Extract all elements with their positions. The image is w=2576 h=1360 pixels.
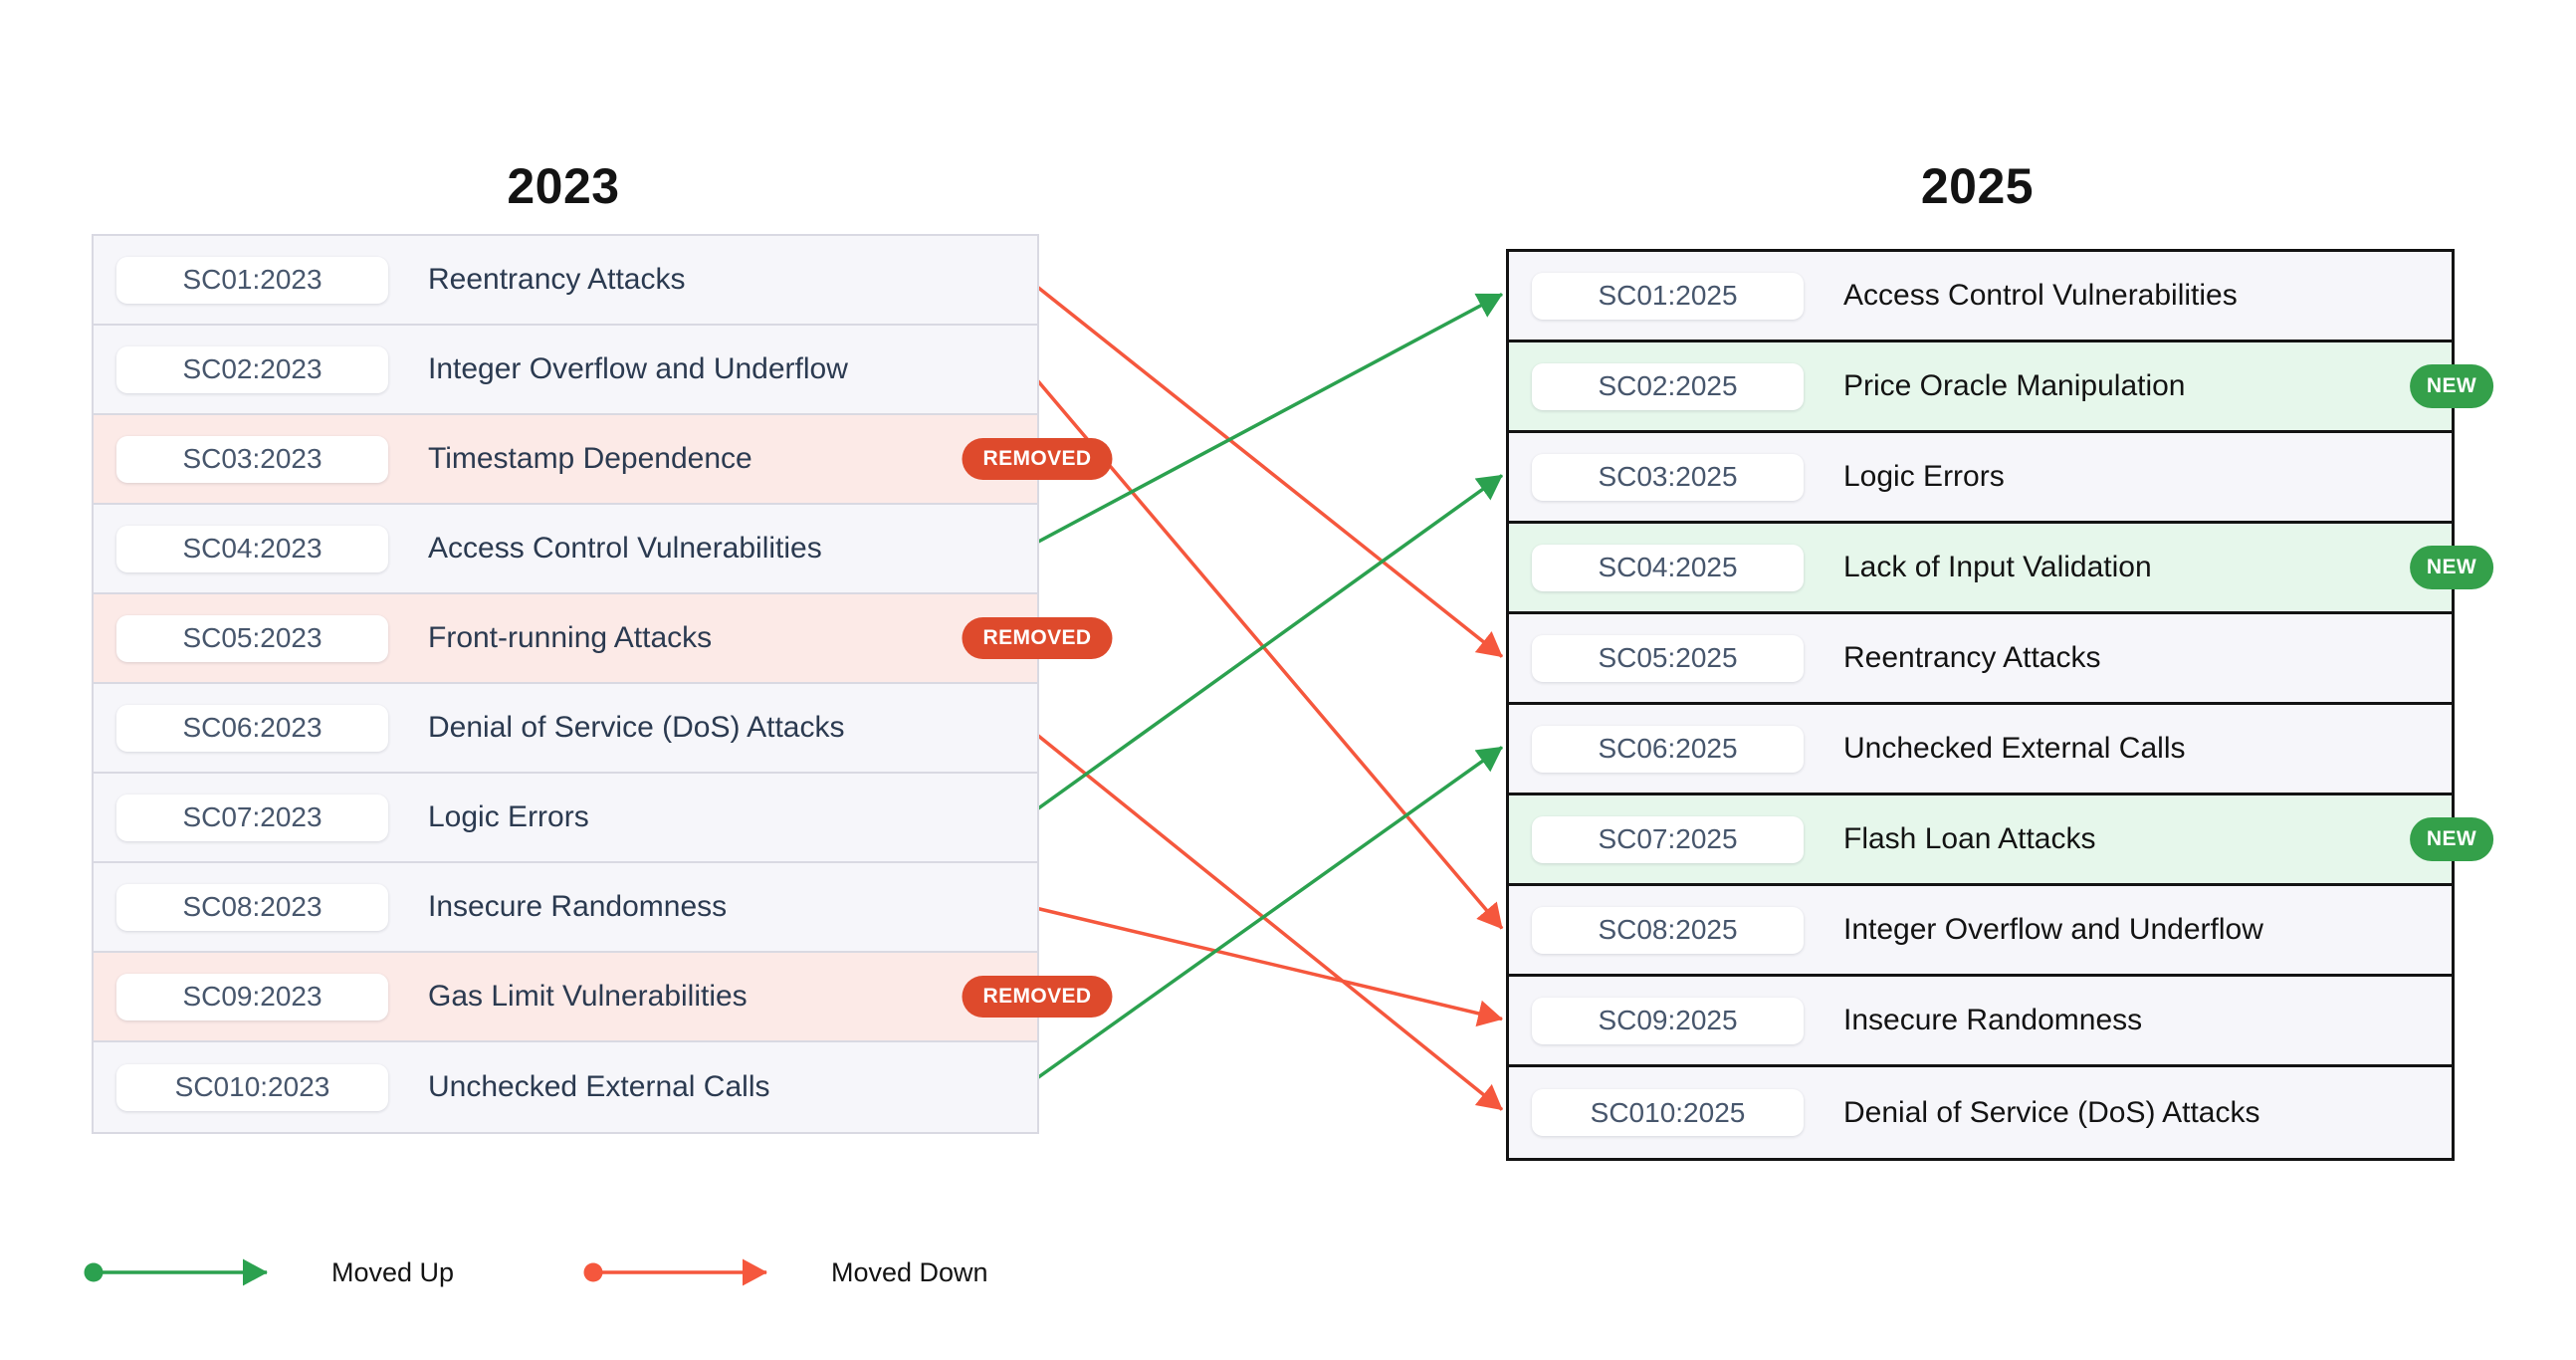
vuln-name: Flash Loan Attacks: [1843, 822, 2096, 855]
vuln-code-chip: SC07:2025: [1532, 815, 1804, 863]
table-row-sc08-2023: SC08:2023 Insecure Randomness: [94, 863, 1037, 953]
vuln-code-chip: SC05:2023: [116, 614, 388, 662]
table-row-sc01-2023: SC01:2023 Reentrancy Attacks: [94, 236, 1037, 326]
legend-arrow-start-dot: [583, 1262, 603, 1282]
table-row-sc07-2025: SC07:2025 Flash Loan Attacks NEW: [1509, 795, 2494, 886]
vuln-name: Unchecked External Calls: [1843, 732, 2186, 765]
table-row-sc09-2025: SC09:2025 Insecure Randomness: [1509, 977, 2452, 1067]
vuln-name: Denial of Service (DoS) Attacks: [1843, 1095, 2260, 1129]
movement-arrow-up: [1025, 746, 1504, 1087]
vuln-name: Unchecked External Calls: [428, 1070, 770, 1103]
vuln-code-chip: SC07:2023: [116, 793, 388, 841]
new-badge: NEW: [2409, 364, 2494, 408]
vuln-code-chip: SC02:2025: [1532, 362, 1804, 410]
table-row-sc06-2023: SC06:2023 Denial of Service (DoS) Attacks: [94, 684, 1037, 774]
vuln-name: Access Control Vulnerabilities: [428, 532, 822, 565]
table-row-sc09-2023: SC09:2023 Gas Limit Vulnerabilities REMOVE…: [94, 953, 1113, 1042]
legend-arrow-start-dot: [84, 1262, 104, 1282]
vuln-code-chip: SC08:2025: [1532, 906, 1804, 954]
vuln-name: Reentrancy Attacks: [1843, 641, 2101, 674]
vuln-name: Integer Overflow and Underflow: [428, 352, 848, 385]
vuln-name: Gas Limit Vulnerabilities: [428, 980, 748, 1013]
vuln-code-chip: SC09:2023: [116, 973, 388, 1020]
removed-badge: REMOVED: [962, 438, 1113, 480]
left-column-title: 2023: [507, 158, 620, 214]
movement-arrow-down: [1025, 725, 1504, 1111]
table-row-sc01-2025: SC01:2025 Access Control Vulnerabilities: [1509, 252, 2452, 342]
vuln-name: Front-running Attacks: [428, 621, 713, 654]
vuln-name: Lack of Input Validation: [1843, 551, 2152, 583]
vuln-code-chip: SC04:2023: [116, 525, 388, 572]
table-row-sc03-2023: SC03:2023 Timestamp Dependence REMOVED: [94, 415, 1113, 505]
legend-moved-down-label: Moved Down: [831, 1257, 988, 1287]
vuln-name: Insecure Randomness: [1843, 1004, 2143, 1036]
new-badge: NEW: [2409, 546, 2494, 589]
vuln-code-chip: SC08:2023: [116, 883, 388, 931]
vuln-code-chip: SC03:2025: [1532, 453, 1804, 501]
vuln-code-chip: SC06:2025: [1532, 725, 1804, 773]
table-row-sc010-2025: SC010:2025 Denial of Service (DoS) Attack…: [1509, 1067, 2452, 1158]
vuln-code-chip: SC01:2023: [116, 256, 388, 304]
vuln-name: Integer Overflow and Underflow: [1843, 913, 2263, 946]
vuln-name: Insecure Randomness: [428, 890, 728, 923]
table-row-sc05-2025: SC05:2025 Reentrancy Attacks: [1509, 614, 2452, 705]
vuln-code-chip: SC09:2025: [1532, 997, 1804, 1044]
table-row-sc04-2025: SC04:2025 Lack of Input Validation NEW: [1509, 524, 2494, 614]
vuln-code-chip: SC01:2025: [1532, 272, 1804, 320]
table-row-sc06-2025: SC06:2025 Unchecked External Calls: [1509, 705, 2452, 795]
table-row-sc04-2023: SC04:2023 Access Control Vulnerabilities: [94, 505, 1037, 594]
vuln-code-chip: SC06:2023: [116, 704, 388, 752]
right-column-title: 2025: [1920, 158, 2035, 214]
vuln-name: Reentrancy Attacks: [428, 263, 686, 296]
table-row-sc07-2023: SC07:2023 Logic Errors: [94, 774, 1037, 863]
table-row-sc08-2025: SC08:2025 Integer Overflow and Underflow: [1509, 886, 2452, 977]
vuln-code-chip: SC03:2023: [116, 435, 388, 483]
legend-moved-up-label: Moved Up: [331, 1257, 455, 1287]
table-row-sc05-2023: SC05:2023 Front-running Attacks REMOVED: [94, 594, 1113, 684]
vuln-name: Timestamp Dependence: [428, 442, 752, 475]
vuln-name: Logic Errors: [1843, 460, 2005, 493]
vuln-name: Access Control Vulnerabilities: [1843, 279, 2238, 312]
vuln-name: Logic Errors: [428, 800, 589, 833]
vuln-code-chip: SC04:2025: [1532, 544, 1804, 591]
vuln-name: Price Oracle Manipulation: [1843, 369, 2186, 402]
new-badge: NEW: [2409, 817, 2494, 861]
table-row-sc010-2023: SC010:2023 Unchecked External Calls: [94, 1042, 1037, 1132]
vuln-name: Denial of Service (DoS) Attacks: [428, 711, 845, 744]
movement-arrow-up: [1026, 292, 1503, 550]
vuln-code-chip: SC05:2025: [1532, 634, 1804, 682]
vuln-code-chip: SC010:2023: [116, 1063, 388, 1111]
vuln-code-chip: SC02:2023: [116, 345, 388, 393]
vuln-code-chip: SC010:2025: [1532, 1089, 1804, 1136]
table-row-sc02-2023: SC02:2023 Integer Overflow and Underflow: [94, 326, 1037, 415]
removed-badge: REMOVED: [962, 617, 1113, 659]
removed-badge: REMOVED: [962, 976, 1113, 1018]
table-row-sc02-2025: SC02:2025 Price Oracle Manipulation NEW: [1509, 342, 2494, 433]
table-row-sc03-2025: SC03:2025 Logic Errors: [1509, 433, 2452, 524]
